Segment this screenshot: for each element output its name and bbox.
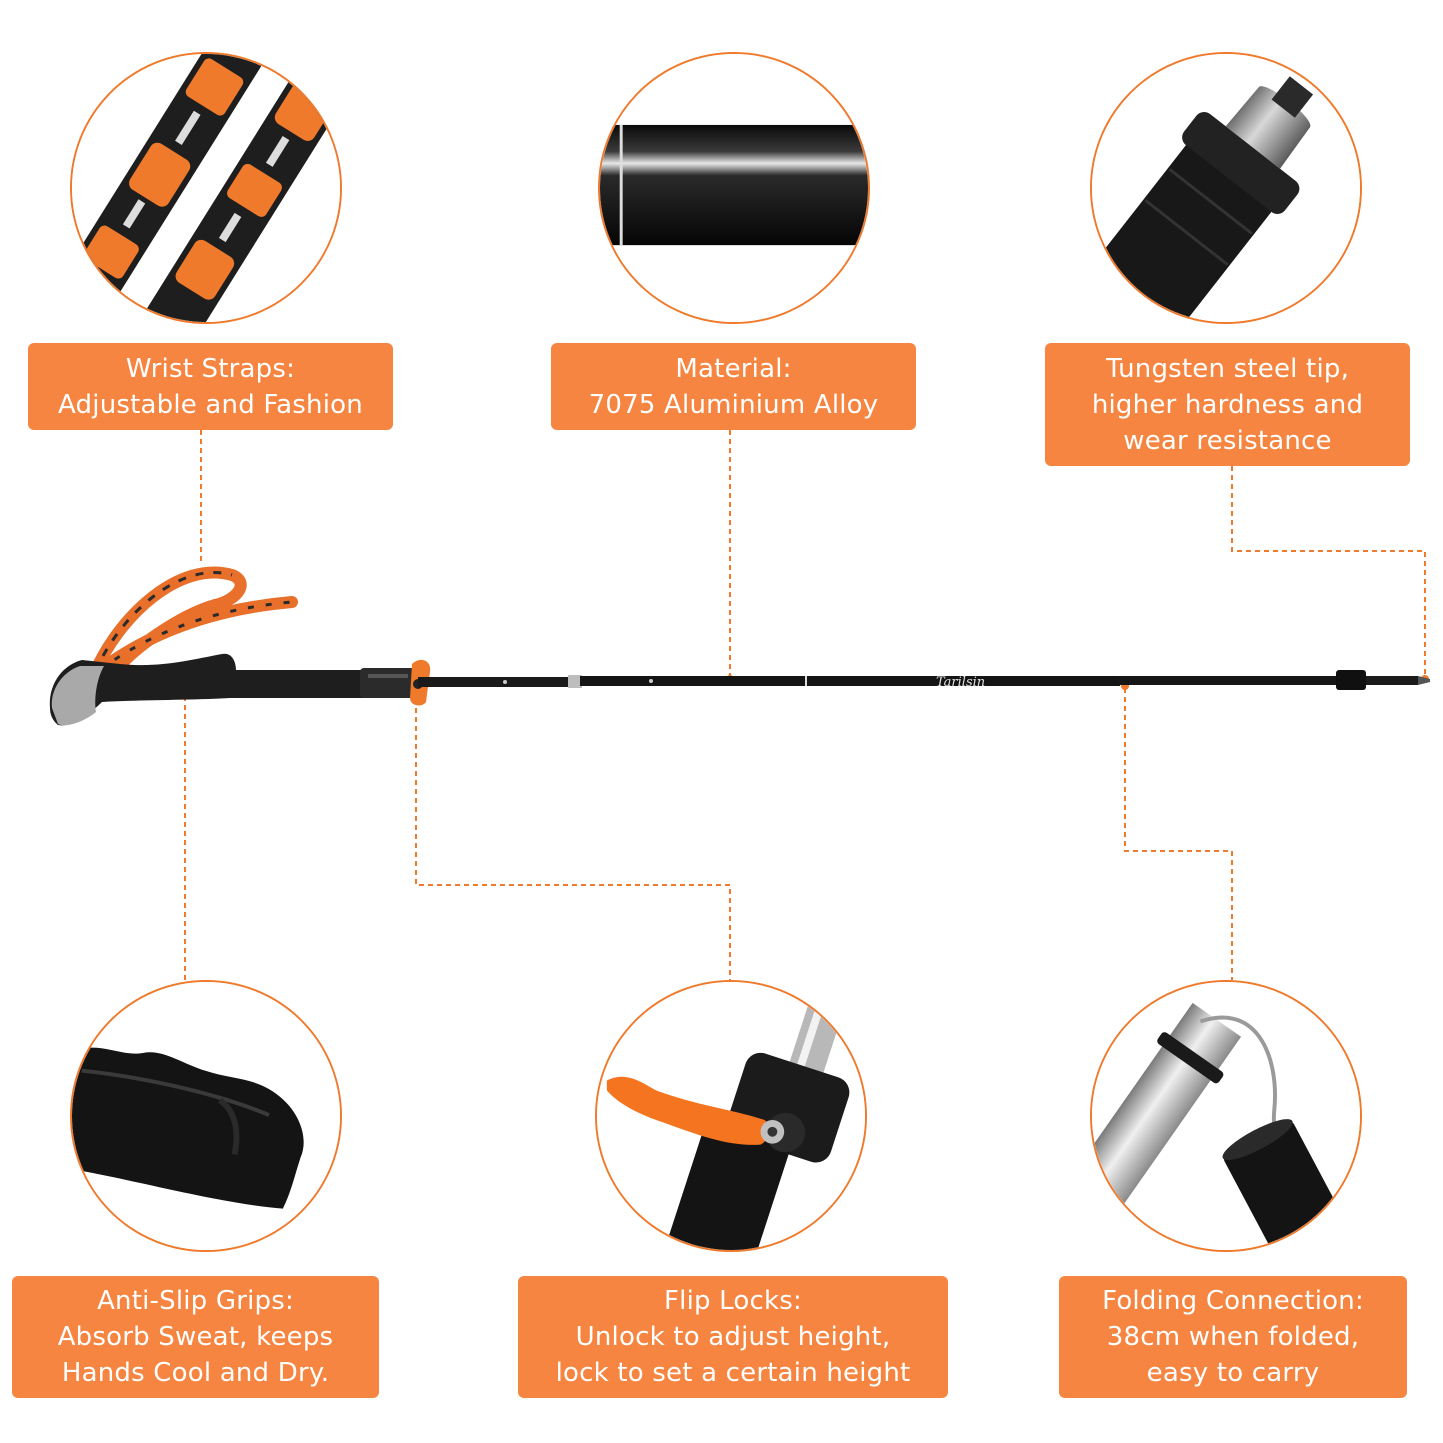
pole-tip-base [1336,670,1366,690]
leader-tip [1231,466,1426,678]
flip-locks-closeup [595,980,867,1252]
tip-illustration [1092,54,1360,322]
trekking-pole: Tarilsin [49,566,1430,726]
tip-closeup [1090,52,1362,324]
wrist-strap-loop [89,566,298,678]
material-closeup: 130 [598,52,870,324]
flip-lock-illustration [597,982,865,1250]
pole-tip [1418,676,1430,685]
folding-label: Folding Connection: 38cm when folded, ea… [1059,1276,1407,1398]
flip-locks-label: Flip Locks: Unlock to adjust height, loc… [518,1276,948,1398]
pole-shaft-middle [580,676,1120,686]
pole-brand-mark: Tarilsin [936,675,985,690]
folding-illustration [1092,982,1360,1250]
grip-illustration [72,982,340,1250]
leader-flip-locks [415,690,731,980]
wrist-straps-closeup [70,52,342,324]
grips-label: Anti-Slip Grips: Absorb Sweat, keeps Han… [12,1276,379,1398]
material-label: Material: 7075 Aluminium Alloy [551,343,916,430]
leader-folding [1124,688,1233,980]
pole-shaft-upper [418,677,578,687]
grips-closeup [70,980,342,1252]
pole-handle [49,653,418,726]
wrist-straps-label: Wrist Straps: Adjustable and Fashion [28,343,393,430]
folding-closeup [1090,980,1362,1252]
tip-label: Tungsten steel tip, higher hardness and … [1045,343,1410,466]
shaft-illustration: 130 [600,54,868,322]
pole-shaft-lower [1118,676,1340,685]
wrist-strap-illustration [72,54,340,322]
